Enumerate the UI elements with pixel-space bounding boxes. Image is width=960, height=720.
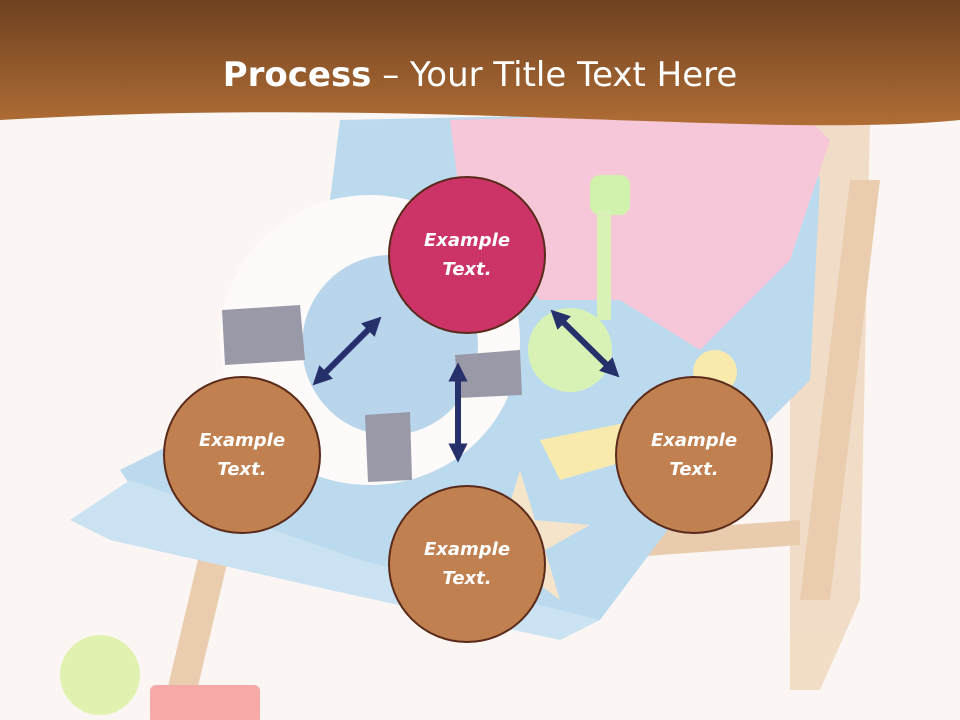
circle-bottom[interactable]: [388, 485, 546, 643]
title-bold: Process: [222, 55, 372, 95]
circle-right[interactable]: [615, 376, 773, 534]
title-rest: – Your Title Text Here: [371, 55, 738, 95]
header-band: [0, 0, 960, 126]
circle-left[interactable]: [163, 376, 321, 534]
arrow-top-left: [312, 316, 382, 386]
circle-top[interactable]: [388, 176, 546, 334]
arrow-top-right: [550, 309, 620, 378]
slide-title[interactable]: Process – Your Title Text Here: [0, 52, 960, 98]
